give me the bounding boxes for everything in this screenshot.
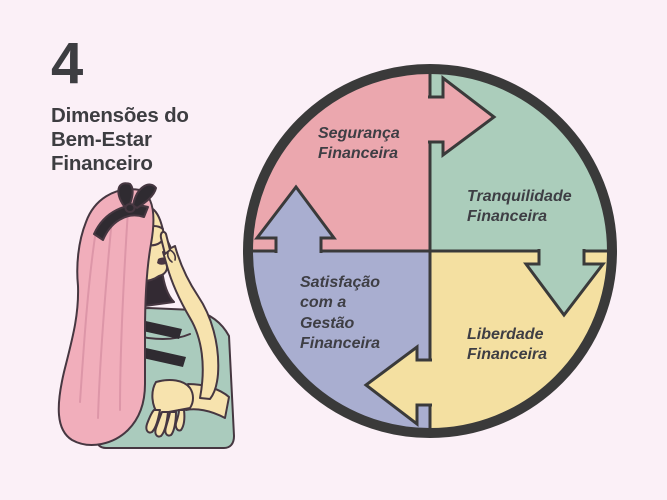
circle-rim — [243, 64, 617, 438]
page-title-line: Dimensões do — [51, 104, 189, 127]
quadrant-label-tranquilidade: Tranquilidade Financeira — [467, 188, 572, 226]
cycle-arrow-down-icon — [523, 249, 607, 318]
page-title-line: Financeiro — [51, 151, 153, 175]
hair — [57, 188, 155, 446]
financial-wellbeing-cycle-diagram — [243, 64, 617, 438]
bow-petal — [132, 183, 157, 209]
woman-thinking-illustration — [48, 182, 258, 467]
cycle-arrow-left-icon — [363, 344, 432, 428]
cycle-arrow-right-icon — [428, 74, 497, 158]
index-finger — [159, 230, 171, 255]
dimension-count: 4 — [51, 31, 84, 96]
curled-fingers-lines — [166, 249, 177, 263]
headband — [93, 204, 149, 241]
hair-strand-lines — [79, 209, 129, 419]
cycle-arrow-up-icon — [253, 184, 337, 253]
raised-arm — [162, 245, 220, 400]
quadrant-label-seguranca: Segurança Financeira — [318, 125, 400, 163]
quadrant-label-liberdade: Liberdade Financeira — [467, 326, 548, 364]
hand-palm — [151, 379, 194, 415]
page-title: Dimensões do Bem-Estar Financeiro — [51, 104, 189, 175]
hand-fingers — [145, 409, 186, 438]
bow-petal — [117, 182, 134, 208]
woman-thinking-svg — [57, 182, 235, 449]
quadrant-label-satisfacao: Satisfação com a Gestão Financeira — [300, 274, 381, 353]
page-title-line: Bem-Estar — [51, 127, 152, 151]
cycle-diagram-svg — [243, 64, 617, 438]
bow-knot — [124, 203, 136, 213]
